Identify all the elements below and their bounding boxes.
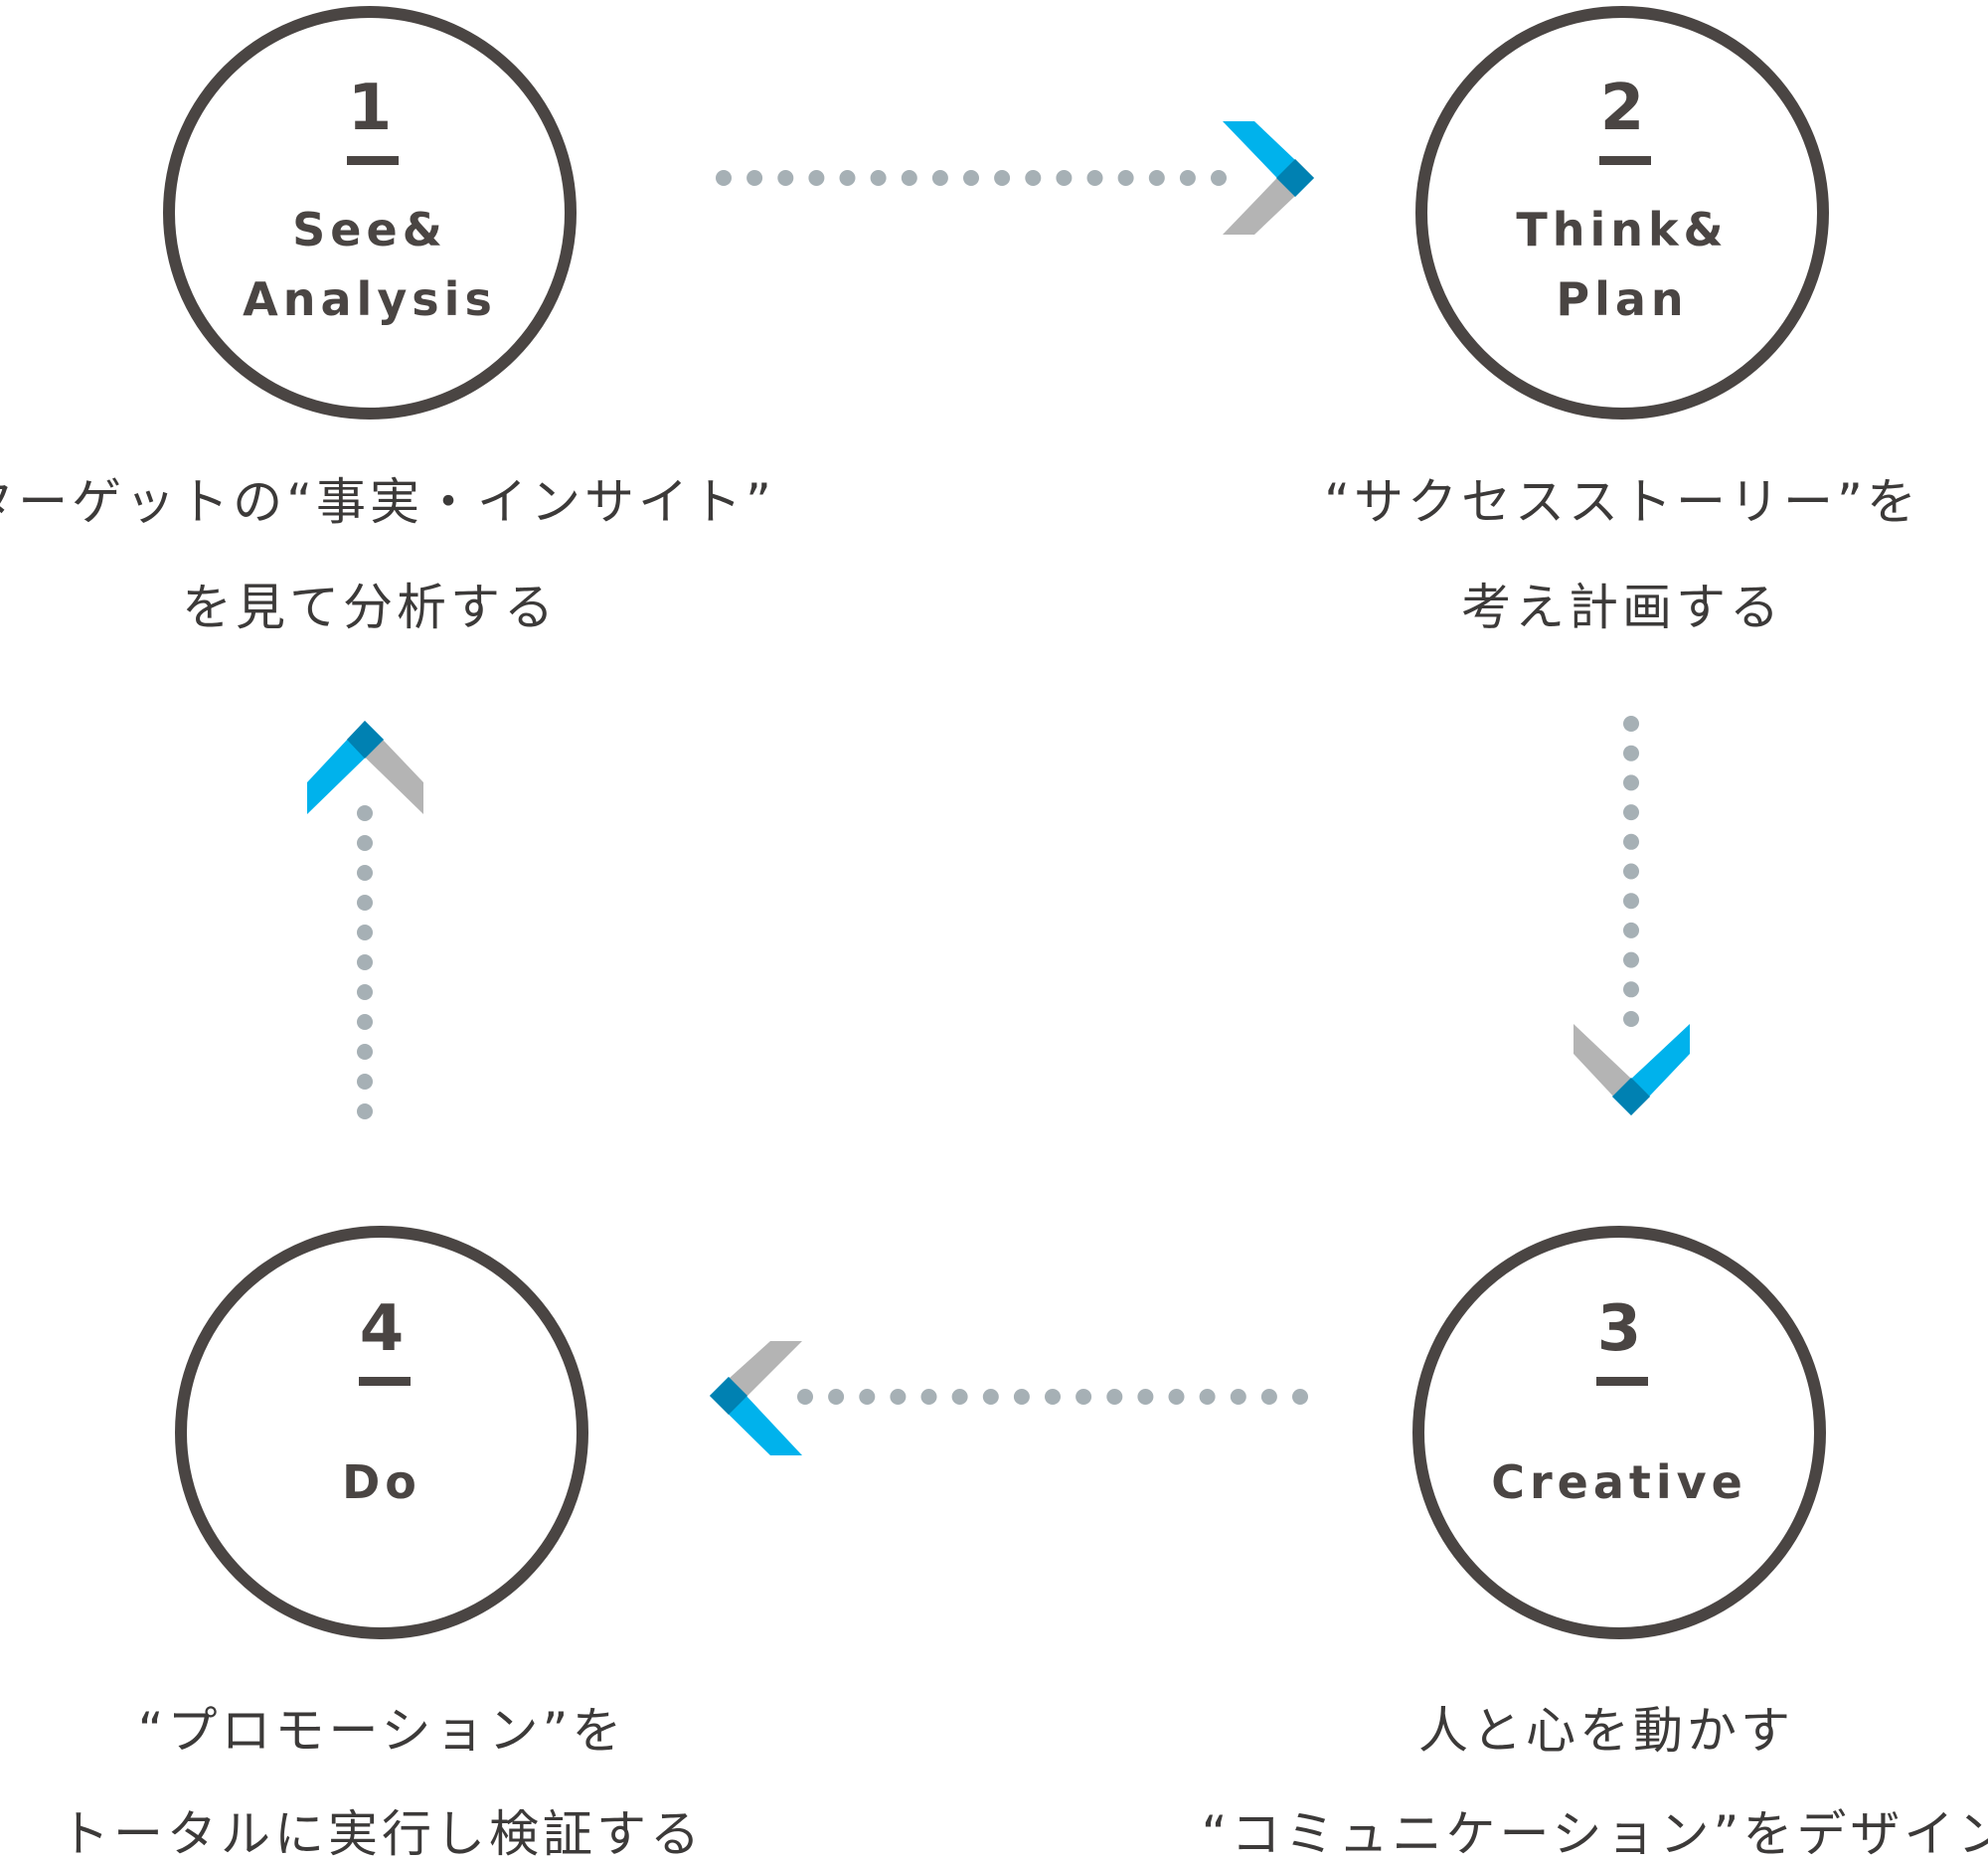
connector-dot [1117,170,1134,186]
connector-dot [1148,170,1165,186]
connector-dot [1260,1389,1277,1405]
connector-dot [1045,1389,1061,1405]
connector-dot [839,170,856,186]
connector-dot [1199,1389,1216,1405]
step-3-node: 3 Creative [1412,1226,1826,1639]
step-3-description-line2: “コミュニケーション”をデザイン [1202,1805,1988,1861]
connector-dot [1106,1389,1123,1405]
connector-dot [1623,804,1639,821]
connector-dot [1025,170,1042,186]
step-4-node: 4 Do [175,1226,588,1639]
chevron-up-icon [307,721,423,814]
connector-dot [994,170,1011,186]
connector-dot [1137,1389,1154,1405]
connector-dot [357,835,373,851]
connector-dot [920,1389,937,1405]
step-1-circle [163,6,577,420]
connector-dot [1013,1389,1030,1405]
connector-dot [357,984,373,1000]
step-2-number-underline [1599,156,1651,165]
step-2-description-line1: “サクセスストーリー”を [1324,473,1920,531]
connector-dot [797,1389,813,1405]
step-1-number: 1 [348,72,393,145]
step-2-node: 2 Think& Plan [1415,6,1829,420]
connector-dot [1623,745,1639,761]
connector-dot [808,170,825,186]
connector-dot [859,1389,876,1405]
step-3-title: Creative [1491,1455,1747,1509]
connector-dot [357,925,373,940]
step-2-number: 2 [1600,72,1645,145]
connector-dot [890,1389,907,1405]
step-1-title-line1: See& [292,203,447,256]
connector-dot [1623,951,1639,968]
connector-dot [870,170,887,186]
step-4-title: Do [342,1455,421,1509]
connector-dot [716,170,732,186]
step-4-number-underline [359,1377,411,1386]
chevron-right-icon [1223,121,1314,235]
connector-dot [982,1389,999,1405]
connector-1-to-2-dotted-line [716,170,1227,186]
connector-dot [357,1014,373,1030]
connector-dot [901,170,917,186]
connector-dot [963,170,979,186]
connector-dot [1623,716,1639,732]
connector-dot [1623,1011,1639,1027]
connector-dot [1623,893,1639,910]
connector-dot [357,805,373,821]
step-4-description-line1: “プロモーション”を [138,1702,626,1760]
connector-dot [1623,922,1639,938]
step-3-description-line1: 人と心を動かす [1418,1702,1794,1760]
chevron-left-icon [710,1341,802,1455]
connector-dot [357,1103,373,1119]
connector-dot [1623,863,1639,880]
step-4-number: 4 [360,1292,405,1366]
step-3-number-underline [1596,1377,1648,1386]
step-1-title-line2: Analysis [243,272,497,326]
connector-dot [1623,833,1639,850]
connector-dot [357,865,373,881]
connector-dot [1230,1389,1246,1405]
step-4-circle [175,1226,588,1639]
step-2-description-line2: 考え計画する [1461,579,1783,636]
connector-dot [357,895,373,911]
connector-dot [931,170,948,186]
connector-dot [357,1074,373,1090]
step-2-title-line2: Plan [1556,272,1688,326]
connector-dot [1623,774,1639,791]
step-1-node: 1 See& Analysis [163,6,577,420]
connector-4-to-1-dotted-line [357,805,373,1119]
connector-dot [951,1389,968,1405]
connector-2-to-3-dotted-line [1623,716,1639,1027]
connector-dot [357,1044,373,1060]
connector-dot [746,170,763,186]
connector-dot [1076,1389,1092,1405]
connector-dot [1056,170,1073,186]
connector-dot [1623,981,1639,998]
connector-dot [1211,170,1227,186]
connector-dot [1168,1389,1185,1405]
step-2-circle [1415,6,1829,420]
step-3-circle [1412,1226,1826,1639]
connector-dot [1179,170,1196,186]
step-3-number: 3 [1597,1292,1642,1366]
step-1-description-line2: を見て分析する [182,579,558,636]
connector-dot [1086,170,1103,186]
connector-3-to-4-dotted-line [797,1389,1308,1405]
step-4-description-line2: トータルに実行し検証する [60,1805,704,1861]
step-2-title-line1: Think& [1516,203,1728,256]
connector-dot [777,170,794,186]
connector-dot [828,1389,845,1405]
step-1-description-line1: ターゲットの“事実・インサイト” [0,473,775,531]
connector-dot [1292,1389,1308,1405]
connector-dot [357,954,373,970]
step-1-number-underline [347,156,399,165]
chevron-down-icon [1574,1024,1690,1115]
